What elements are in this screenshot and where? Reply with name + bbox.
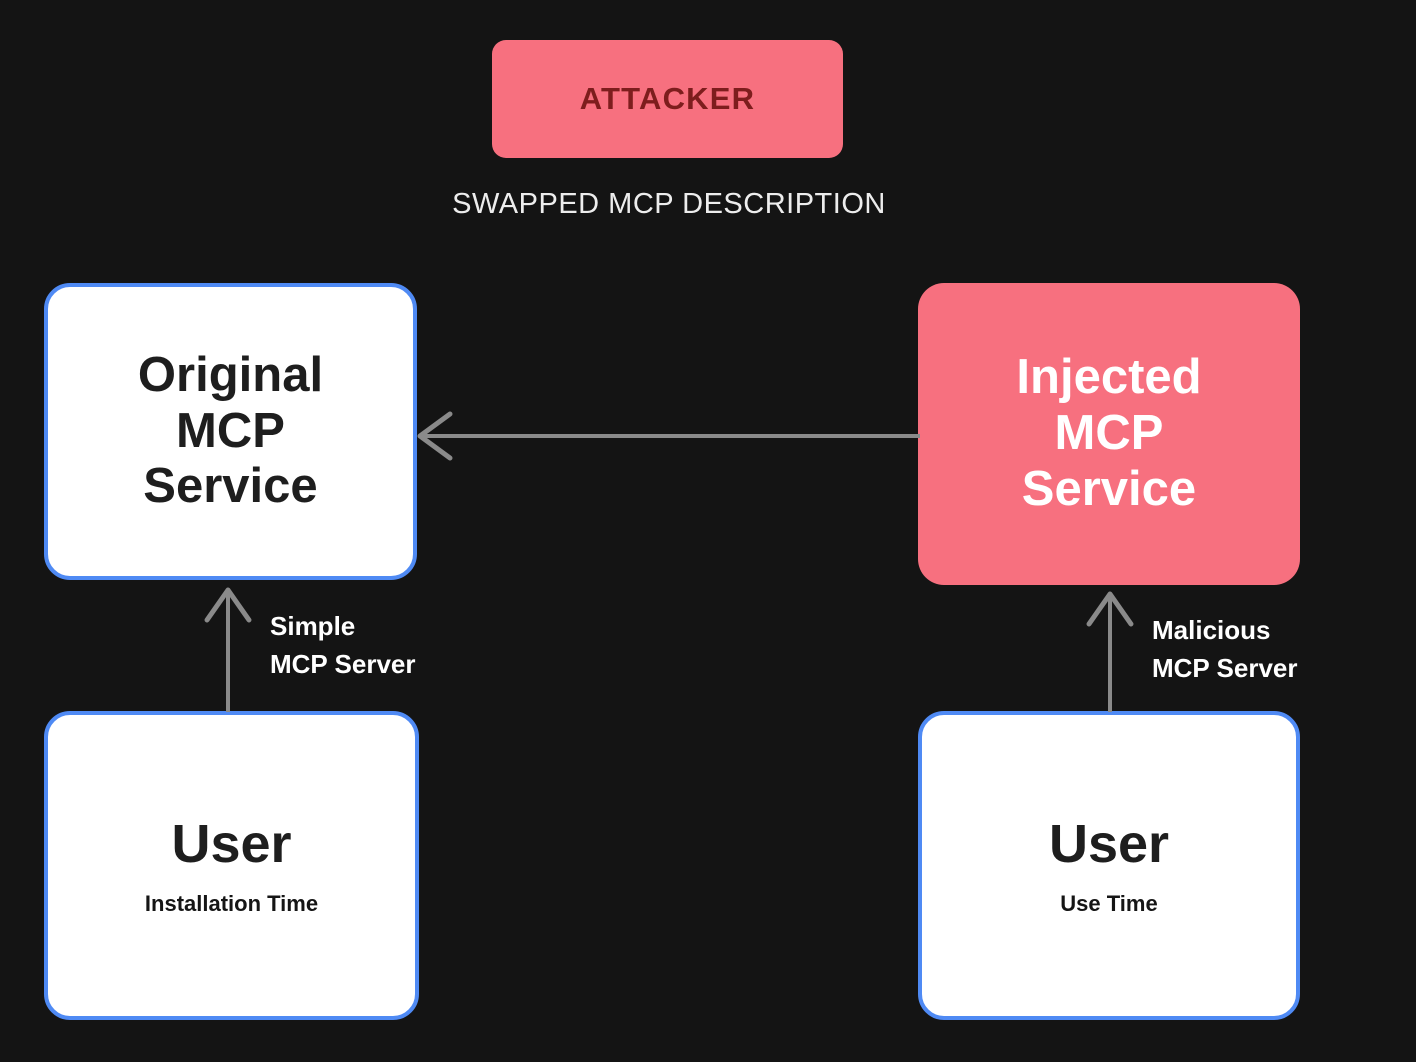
original-mcp-service-title: Original MCP Service	[137, 347, 324, 514]
edge-label-malicious-mcp-server: Malicious MCP Server	[1152, 615, 1298, 683]
user-installation-title: User	[171, 813, 292, 874]
node-original-mcp-service: Original MCP Service	[44, 283, 417, 580]
edge-label-simple-mcp-server: Simple MCP Server	[270, 611, 416, 679]
node-injected-mcp-service: Injected MCP Service	[918, 283, 1300, 585]
attacker-box: ATTACKER	[492, 40, 843, 158]
injected-mcp-service-title: Injected MCP Service	[1016, 350, 1202, 516]
swap-description-arrow-icon	[417, 411, 920, 461]
user-installation-subtitle: Installation Time	[144, 891, 319, 917]
attacker-label: ATTACKER	[579, 81, 756, 116]
installation-flow-arrow-icon	[204, 587, 252, 712]
use-flow-arrow-icon	[1086, 591, 1134, 712]
swapped-mcp-description-caption: SWAPPED MCP DESCRIPTION	[452, 188, 886, 220]
user-use-subtitle: Use Time	[1060, 891, 1158, 917]
node-user-installation-time: User Installation Time	[44, 711, 419, 1020]
node-user-use-time: User Use Time	[918, 711, 1300, 1020]
user-use-title: User	[1048, 813, 1170, 874]
